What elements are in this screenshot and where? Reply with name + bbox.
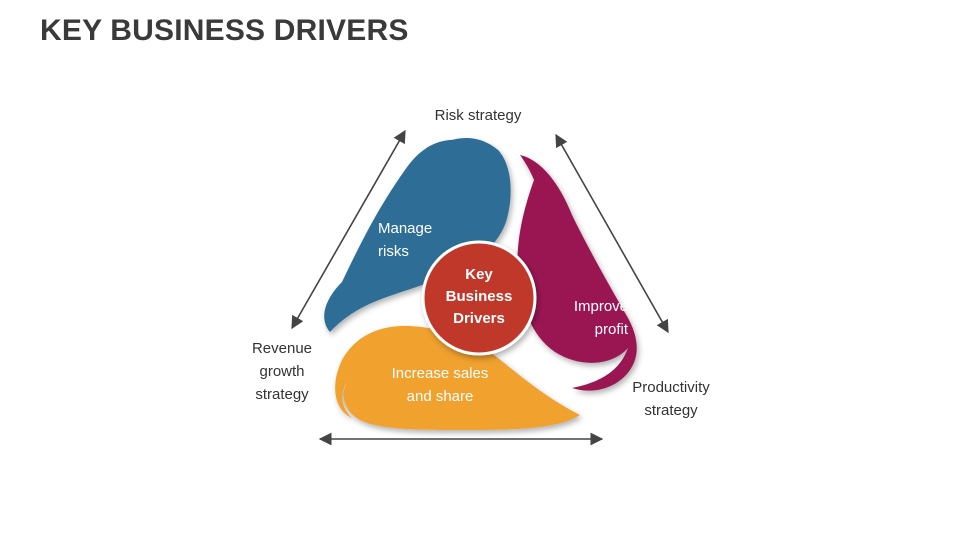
revenue-line-2: growth [259, 363, 305, 380]
center-label: Key Business Drivers [429, 264, 529, 330]
increase-sales-line-1: Increase sales [391, 365, 489, 382]
magenta-petal-shape [517, 155, 637, 391]
center-line-3: Drivers [453, 310, 505, 327]
improve-profit-line-2: profit [594, 321, 628, 338]
productivity-strategy-label: Productivity strategy [615, 376, 727, 422]
manage-risks-line-2: risks [378, 243, 409, 260]
risk-strategy-label: Risk strategy [418, 104, 538, 127]
risk-strategy-line-1: Risk strategy [434, 107, 522, 124]
revenue-line-3: strategy [255, 386, 309, 403]
blue-petal-shape [324, 137, 511, 332]
page-title: KEY BUSINESS DRIVERS [40, 14, 409, 47]
revenue-growth-strategy-label: Revenue growth strategy [238, 337, 326, 406]
center-circle [421, 240, 537, 356]
center-line-2: Business [445, 288, 513, 305]
improve-profit-line-1: Improve [573, 298, 628, 315]
orange-petal-shape [335, 325, 580, 430]
revenue-line-1: Revenue [251, 340, 313, 357]
manage-risks-label: Manage risks [378, 217, 458, 263]
increase-sales-line-2: and share [406, 388, 474, 405]
right-double-arrow [555, 133, 669, 334]
increase-sales-label: Increase sales and share [375, 362, 505, 408]
center-line-1: Key [465, 266, 493, 283]
left-double-arrow [291, 129, 406, 330]
productivity-line-2: strategy [644, 402, 698, 419]
productivity-line-1: Productivity [632, 379, 710, 396]
manage-risks-line-1: Manage [378, 220, 433, 237]
improve-profit-label: Improve profit [548, 295, 628, 341]
